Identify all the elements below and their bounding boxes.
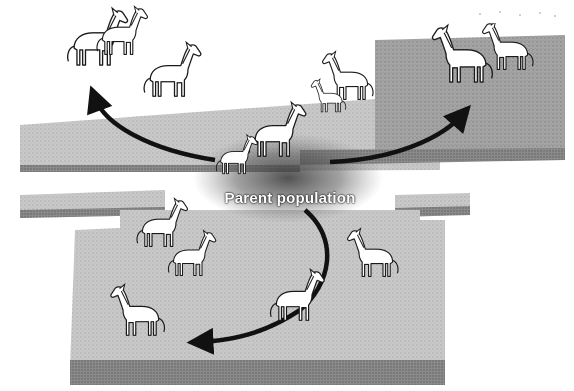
corner-marks: [460, 5, 570, 23]
parent-population-label: Parent population: [165, 190, 415, 207]
horse-group-top-left: [68, 6, 201, 96]
